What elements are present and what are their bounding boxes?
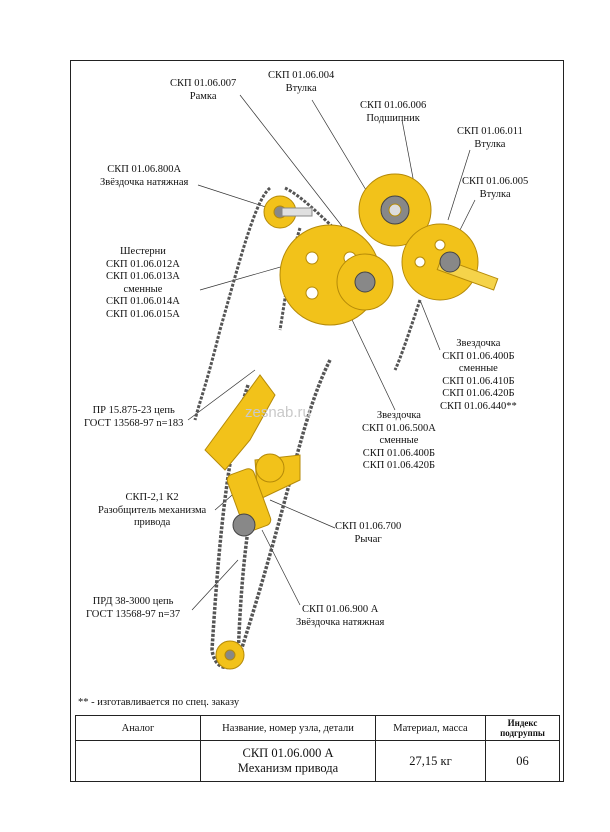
lever-assembly [204, 374, 301, 537]
cell-name: СКП 01.06.000 А Механизм привода [200, 740, 376, 782]
footnote: ** - изготавливается по спец. заказу [78, 697, 240, 708]
header-index: Индекс подгруппы [485, 715, 560, 741]
leader-lines [187, 94, 476, 611]
title-block-row: СКП 01.06.000 А Механизм привода 27,15 к… [75, 740, 560, 782]
header-analog: Аналог [75, 715, 201, 741]
assembly-number: СКП 01.06.000 А [242, 746, 334, 760]
gear-right [401, 223, 499, 301]
drawing-frame [70, 60, 564, 782]
header-name: Название, номер узла, детали [200, 715, 376, 741]
cell-mass: 27,15 кг [375, 740, 486, 782]
cell-analog [75, 740, 201, 782]
title-block-header: Аналог Название, номер узла, детали Мате… [75, 715, 560, 741]
gear-bottom [215, 640, 245, 670]
gear-tension-upper [263, 195, 313, 229]
gear-upper [358, 173, 432, 247]
title-block: Аналог Название, номер узла, детали Мате… [75, 715, 560, 782]
assembly-name: Механизм привода [237, 761, 339, 775]
header-material: Материал, масса [375, 715, 486, 741]
cell-index: 06 [485, 740, 560, 782]
watermark: zesnab.ru [245, 404, 311, 421]
gear-middle [336, 253, 394, 311]
